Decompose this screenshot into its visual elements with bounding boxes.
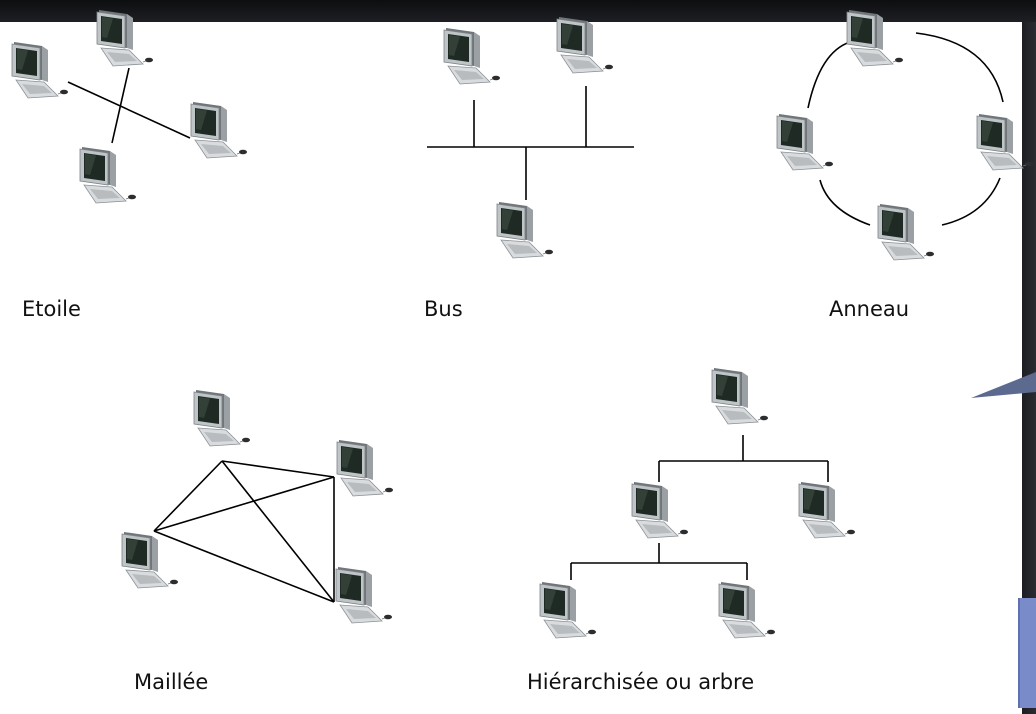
computer-workstation-icon [718, 581, 776, 639]
computer-workstation-icon [798, 481, 856, 539]
computer-workstation-icon [976, 113, 1034, 171]
ring-arc-1 [915, 32, 1004, 103]
mesh-link-3 [221, 460, 335, 603]
bus-label: Bus [424, 297, 463, 321]
callout-pointer [971, 372, 1036, 398]
mesh-link-2 [153, 460, 223, 532]
top-frame-bar [0, 0, 1036, 22]
computer-workstation-icon [846, 9, 904, 67]
right-frame-bar [1022, 22, 1036, 714]
computer-workstation-icon [96, 9, 154, 67]
computer-workstation-icon [776, 113, 834, 171]
star-label: Etoile [22, 297, 81, 321]
computer-workstation-icon [877, 203, 935, 261]
computer-workstation-icon [496, 201, 554, 259]
computer-nodes [11, 9, 1034, 639]
mesh-link-1 [221, 460, 335, 478]
mesh-label: Maillée [134, 670, 209, 694]
mesh-link-6 [153, 530, 335, 603]
computer-workstation-icon [121, 531, 179, 589]
star-link-b [111, 67, 130, 144]
computer-workstation-icon [190, 101, 248, 159]
computer-workstation-icon [336, 439, 394, 497]
ring-arc-4 [807, 41, 851, 109]
computer-workstation-icon [79, 146, 137, 204]
star-link-a [67, 81, 191, 139]
side-accent-box [1018, 598, 1036, 708]
tree-label: Hiérarchisée ou arbre [527, 670, 755, 694]
mesh-link-4 [153, 476, 335, 532]
computer-workstation-icon [335, 566, 393, 624]
computer-workstation-icon [539, 581, 597, 639]
ring-arc-3 [819, 179, 871, 226]
computer-workstation-icon [556, 16, 614, 74]
ring-arc-2 [941, 177, 1001, 226]
computer-workstation-icon [11, 41, 69, 99]
ring-label: Anneau [829, 297, 910, 321]
connection-lines [67, 32, 1004, 603]
diagram-panel [0, 22, 1022, 714]
computer-workstation-icon [711, 367, 769, 425]
computer-workstation-icon [193, 389, 251, 447]
computer-workstation-icon [443, 27, 501, 85]
computer-workstation-icon [631, 481, 689, 539]
